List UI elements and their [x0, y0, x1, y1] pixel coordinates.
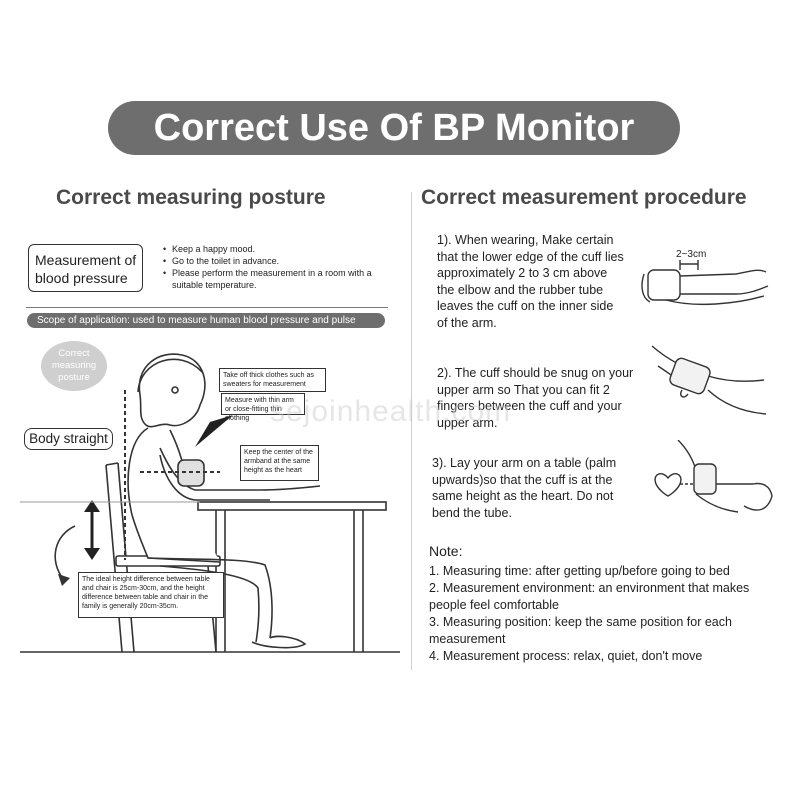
scope-banner: Scope of application: used to measure hu…: [27, 313, 385, 328]
callout-cuff-center: Keep the center of the armband at the sa…: [240, 445, 319, 481]
step2-cuff-illustration: [651, 345, 767, 415]
posture-illustration: [20, 353, 400, 653]
note-title: Note:: [429, 543, 463, 559]
note-list: 1. Measuring time: after getting up/befo…: [429, 563, 784, 665]
note-item: 3. Measuring position: keep the same pos…: [429, 615, 732, 646]
callout-thick-clothes: Take off thick clothes such as sweaters …: [219, 368, 326, 392]
posture-bubble: Correct measuring posture: [41, 341, 107, 391]
procedure-section-title: Correct measurement procedure: [421, 186, 747, 209]
note-item: 1. Measuring time: after getting up/befo…: [429, 564, 730, 578]
procedure-step-3: 3). Lay your arm on a table (palm upward…: [432, 456, 617, 520]
title-banner: Correct Use Of BP Monitor: [108, 101, 680, 155]
tip-item: Please perform the measurement in a room…: [163, 267, 395, 291]
procedure-step-1: 1). When wearing, Make certain that the …: [437, 233, 624, 330]
step3-heart-level-illustration: [654, 440, 773, 513]
measurement-label-box: Measurement of blood pressure: [28, 244, 143, 292]
procedure-step-2: 2). The cuff should be snug on your uppe…: [437, 366, 634, 430]
callout-close-fitting: Measure with thin arm or close-fitting t…: [221, 393, 305, 422]
body-straight-label: Body straight: [24, 428, 113, 450]
separator-line: [26, 307, 388, 308]
step1-dimension-label: 2~3cm: [676, 249, 707, 260]
posture-section-title: Correct measuring posture: [56, 186, 326, 209]
watermark: sejoinhealth.com: [270, 395, 512, 428]
note-item: 2. Measurement environment: an environme…: [429, 581, 750, 612]
page-title: Correct Use Of BP Monitor: [153, 107, 635, 149]
tip-item: Go to the toilet in advance.: [163, 255, 395, 267]
step1-arm-illustration: [641, 260, 769, 306]
tips-list: Keep a happy mood. Go to the toilet in a…: [163, 243, 395, 291]
note-item: 4. Measurement process: relax, quiet, do…: [429, 649, 703, 663]
callout-height-difference: The ideal height difference between tabl…: [78, 572, 224, 618]
column-divider: [411, 192, 412, 670]
tip-item: Keep a happy mood.: [163, 243, 395, 255]
